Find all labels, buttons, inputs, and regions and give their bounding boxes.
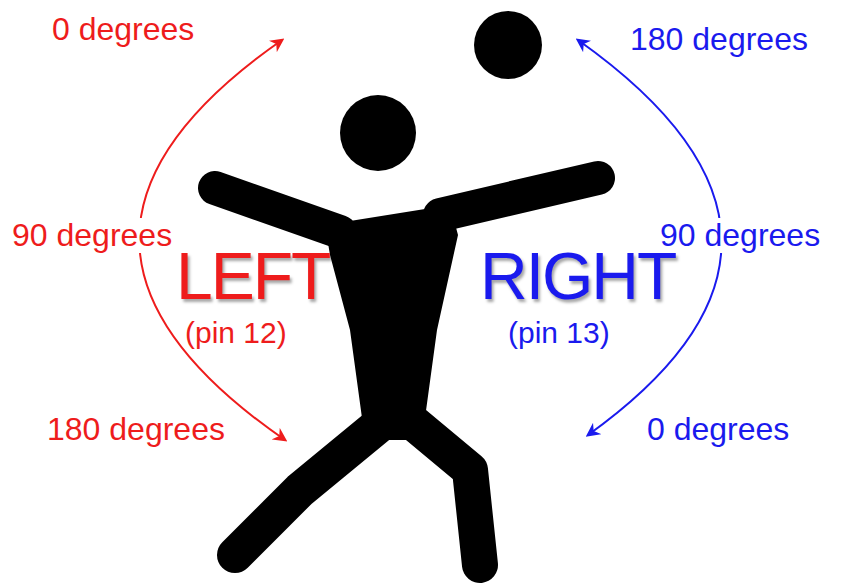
side-label: RIGHT [480,240,675,313]
angle-label: 90 degrees [658,218,822,253]
figure-leg [410,420,480,565]
figure-leg [235,420,385,555]
angle-label: 0 degrees [645,412,791,447]
pin-label: (pin 13) [508,316,610,349]
ball [474,11,542,79]
angle-label: 0 degrees [50,12,196,47]
angle-label: 180 degrees [45,412,227,447]
figure-arm [440,178,598,215]
angle-label: 90 degrees [10,218,174,253]
angle-label: 180 degrees [628,22,810,57]
figure-head [340,95,416,171]
pin-label: (pin 12) [185,316,287,349]
figure-arm [215,188,340,232]
side-label: LEFT [176,240,329,313]
